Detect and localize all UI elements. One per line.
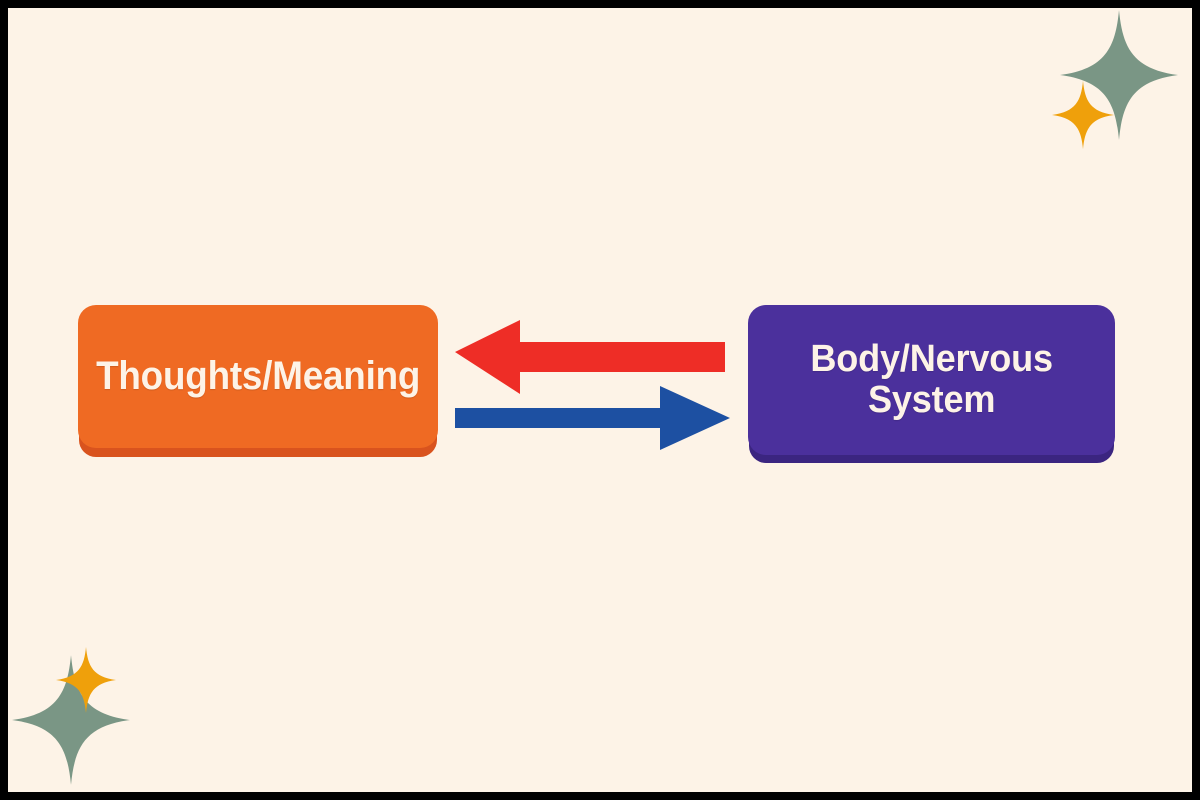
node-thoughts-meaning[interactable]: Thoughts/Meaning	[78, 305, 438, 448]
node-body-nervous-system[interactable]: Body/Nervous System	[748, 305, 1115, 455]
sparkle-bottom-left-small	[56, 646, 116, 714]
diagram-canvas: Thoughts/Meaning Body/Nervous System	[8, 8, 1192, 792]
arrow-body-to-thoughts-icon	[455, 320, 725, 394]
four-point-star-icon	[12, 655, 130, 785]
four-point-star-icon	[56, 647, 116, 713]
node-body-nervous-system-label: Body/Nervous System	[810, 337, 1053, 421]
node-thoughts-meaning-label: Thoughts/Meaning	[95, 353, 421, 398]
sparkle-bottom-left-large	[12, 654, 130, 786]
four-point-star-icon	[1060, 10, 1178, 140]
four-point-star-icon	[1052, 80, 1114, 150]
sparkle-top-right-small	[1052, 80, 1114, 150]
sparkle-top-right-large	[1060, 10, 1178, 140]
diagram-stage: Thoughts/Meaning Body/Nervous System	[8, 8, 1192, 792]
arrow-thoughts-to-body-icon	[455, 386, 730, 450]
